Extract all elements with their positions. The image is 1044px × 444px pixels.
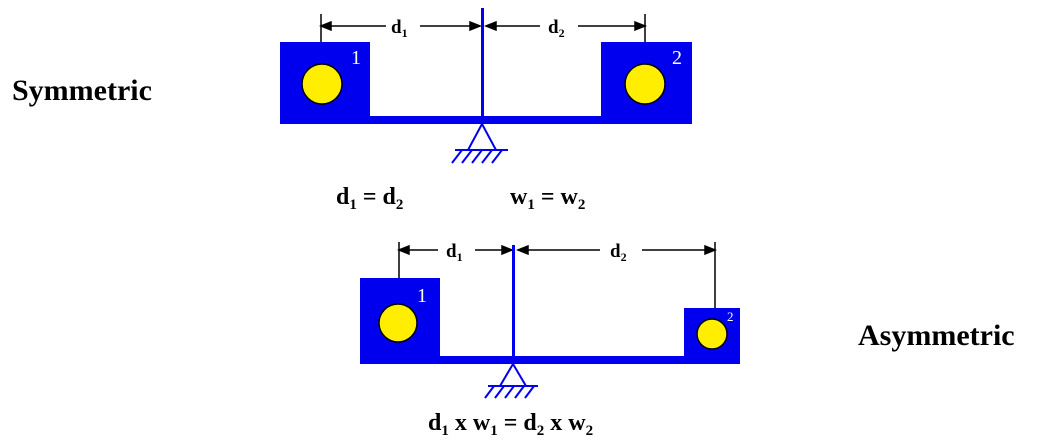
asymmetric-balance: d1 d2 1 2 Asymmetric d1 x w1 = d2 x w2	[360, 241, 1015, 439]
asymmetric-weight-2	[696, 318, 728, 350]
asymmetric-beam	[360, 278, 740, 364]
asymmetric-dimension-lines	[396, 242, 718, 312]
symmetric-box1-number: 1	[351, 47, 361, 69]
symmetric-pivot-post	[481, 8, 484, 118]
symmetric-weight-2	[624, 63, 666, 105]
asymmetric-moment-equation: d1 x w1 = d2 x w2	[428, 410, 593, 439]
asymmetric-weight-1	[378, 303, 418, 343]
asymmetric-pivot-post	[512, 245, 515, 360]
symmetric-fulcrum-icon	[451, 121, 508, 164]
symmetric-box2-number: 2	[672, 47, 682, 69]
symmetric-distance-equation: d1 = d2	[336, 184, 403, 213]
symmetric-balance: d1 d2 1 2 Symmetric d1 = d2 w1 = w2	[12, 8, 692, 213]
asymmetric-box2-number: 2	[727, 309, 734, 324]
asymmetric-label: Asymmetric	[858, 319, 1015, 352]
symmetric-weight-equation: w1 = w2	[510, 184, 585, 213]
sym-d1-label: d1	[391, 17, 408, 40]
asym-d1-label: d1	[446, 241, 463, 264]
symmetric-weight-1	[301, 63, 343, 105]
symmetric-beam	[280, 42, 692, 124]
symmetric-dimension-lines	[318, 14, 648, 56]
asymmetric-box1-number: 1	[417, 285, 427, 307]
asym-d2-label: d2	[610, 241, 627, 264]
asymmetric-fulcrum-icon	[484, 362, 538, 399]
sym-d2-label: d2	[548, 17, 565, 40]
symmetric-label: Symmetric	[12, 74, 152, 107]
